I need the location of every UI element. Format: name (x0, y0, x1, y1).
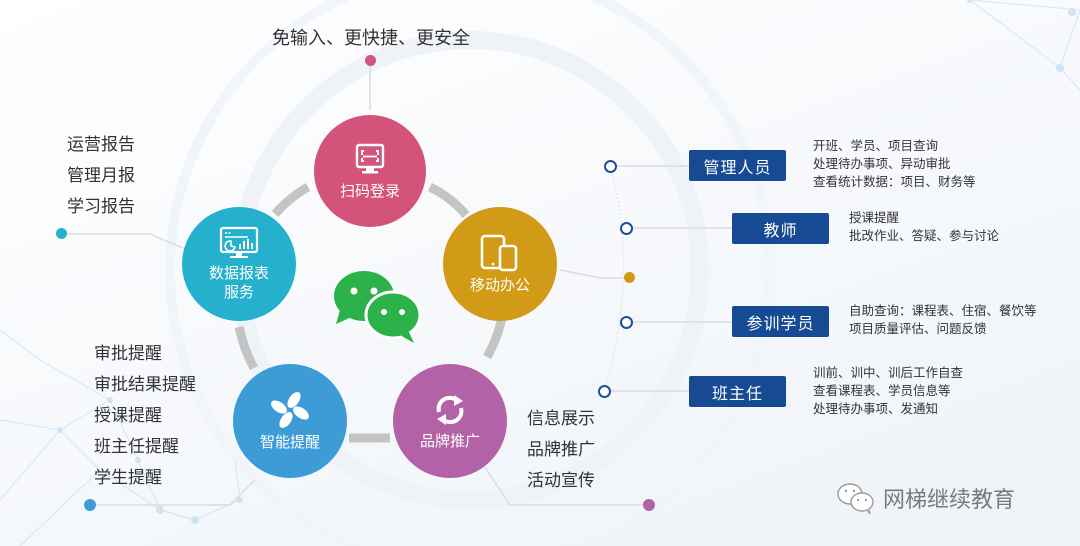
node-mobile-office[interactable]: 移动办公 (443, 207, 557, 321)
dashboard-chart-icon (219, 226, 259, 258)
remind-dot (84, 499, 96, 511)
monitor-scan-icon (355, 143, 385, 173)
node-label-line2: 服务 (223, 283, 254, 301)
list-item: 品牌推广 (527, 440, 595, 460)
wechat-outline-icon (837, 483, 874, 515)
desc-line: 查看课程表、学员信息等 (813, 383, 951, 398)
list-item: 运营报告 (67, 135, 135, 155)
role-dot-teacher (620, 222, 633, 235)
desc-line: 处理待办事项、发通知 (813, 401, 939, 416)
desc-line: 处理待办事项、异动审批 (813, 156, 951, 171)
list-item: 审批结果提醒 (94, 375, 196, 395)
wechat-icon (334, 271, 422, 343)
top-caption: 免输入、更快捷、更安全 (272, 28, 470, 49)
role-headteacher-button[interactable]: 班主任 (689, 376, 786, 407)
list-item: 审批提醒 (94, 344, 162, 364)
promo-list: 信息展示 品牌推广 活动宣传 (527, 404, 595, 497)
role-trainee-desc: 自助查询：课程表、住宿、餐饮等 项目质量评估、问题反馈 (849, 302, 1037, 338)
node-scan-login[interactable]: 扫码登录 (314, 115, 426, 227)
desc-line: 开班、学员、项目查询 (813, 138, 939, 153)
brand-watermark: 网梯继续教育 (835, 481, 1015, 515)
role-dot-manager (604, 160, 617, 173)
report-list: 运营报告 管理月报 学习报告 (67, 130, 135, 223)
role-teacher-desc: 授课提醒 批改作业、答疑、参与讨论 (849, 209, 999, 245)
caption-dot (365, 55, 376, 66)
pinwheel-icon (271, 391, 309, 428)
brand-name: 网梯继续教育 (883, 488, 1016, 513)
node-data-report[interactable]: 数据报表 服务 (182, 207, 296, 321)
tablet-phone-icon (480, 234, 518, 271)
role-trainee-button[interactable]: 参训学员 (732, 306, 829, 337)
node-label-line1: 数据报表 (208, 264, 269, 282)
mobile-dot (624, 272, 635, 283)
list-item: 活动宣传 (527, 471, 595, 491)
promo-dot (643, 499, 655, 511)
node-label: 智能提醒 (259, 432, 320, 451)
node-label: 移动办公 (469, 275, 530, 294)
desc-line: 授课提醒 (849, 210, 900, 225)
report-dot (56, 228, 67, 239)
list-item: 管理月报 (67, 166, 135, 186)
desc-line: 项目质量评估、问题反馈 (849, 321, 987, 336)
desc-line: 训前、训中、训后工作自查 (813, 365, 964, 380)
node-label: 品牌推广 (419, 431, 480, 450)
role-manager-desc: 开班、学员、项目查询 处理待办事项、异动审批 查看统计数据：项目、财务等 (813, 137, 976, 191)
refresh-arrows-icon (436, 394, 464, 425)
list-item: 信息展示 (527, 409, 595, 429)
list-item: 授课提醒 (94, 406, 162, 426)
role-dot-headteacher (598, 385, 611, 398)
node-brand-promo[interactable]: 品牌推广 (393, 364, 507, 478)
list-item: 学生提醒 (94, 468, 162, 488)
remind-list: 审批提醒 审批结果提醒 授课提醒 班主任提醒 学生提醒 (94, 339, 196, 494)
desc-line: 查看统计数据：项目、财务等 (813, 174, 976, 189)
role-teacher-button[interactable]: 教师 (732, 213, 829, 244)
role-dot-trainee (620, 316, 633, 329)
role-manager-button[interactable]: 管理人员 (689, 150, 786, 181)
node-smart-remind[interactable]: 智能提醒 (233, 364, 347, 478)
role-headteacher-desc: 训前、训中、训后工作自查 查看课程表、学员信息等 处理待办事项、发通知 (813, 364, 963, 418)
list-item: 学习报告 (67, 197, 135, 217)
list-item: 班主任提醒 (94, 437, 179, 457)
node-label: 扫码登录 (339, 181, 400, 200)
desc-line: 自助查询：课程表、住宿、餐饮等 (849, 303, 1037, 318)
desc-line: 批改作业、答疑、参与讨论 (849, 228, 1000, 243)
